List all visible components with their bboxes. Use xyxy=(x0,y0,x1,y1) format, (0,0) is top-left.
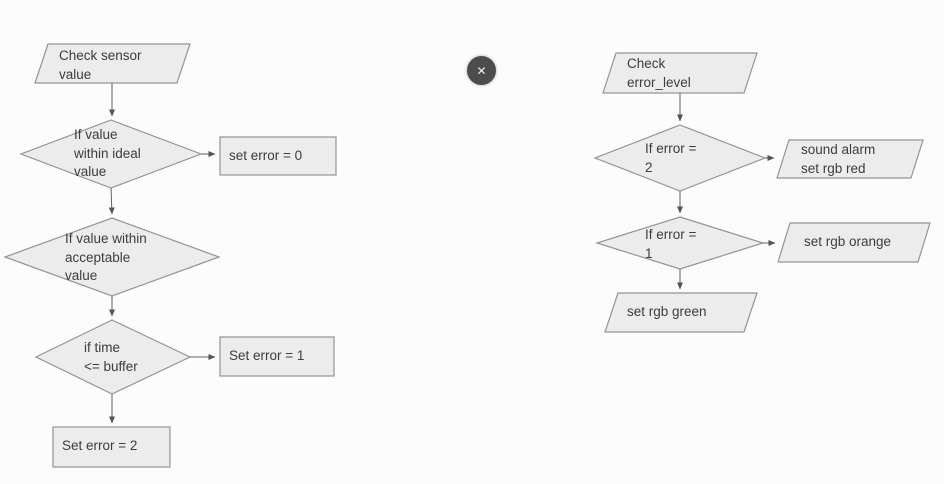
node-set-error-2-shape xyxy=(52,426,171,468)
node-acceptable-decision-shape xyxy=(3,217,221,297)
node-ideal-decision-shape xyxy=(19,119,203,189)
node-time-decision-shape xyxy=(34,319,192,395)
close-icon: ✕ xyxy=(476,63,487,78)
node-set-orange-shape xyxy=(777,222,931,263)
node-check-error-level-shape xyxy=(602,52,758,94)
arrow-ideal-to-acceptable xyxy=(108,187,115,215)
close-button[interactable]: ✕ xyxy=(467,56,496,85)
node-set-error-0-shape xyxy=(219,136,337,176)
node-error1-decision-shape xyxy=(594,216,766,270)
node-check-sensor-shape xyxy=(34,43,191,84)
node-error2-decision-shape xyxy=(593,124,767,192)
node-alarm-red-shape xyxy=(776,139,924,179)
node-set-error-1-shape xyxy=(219,336,335,377)
node-set-green-shape xyxy=(604,292,758,333)
